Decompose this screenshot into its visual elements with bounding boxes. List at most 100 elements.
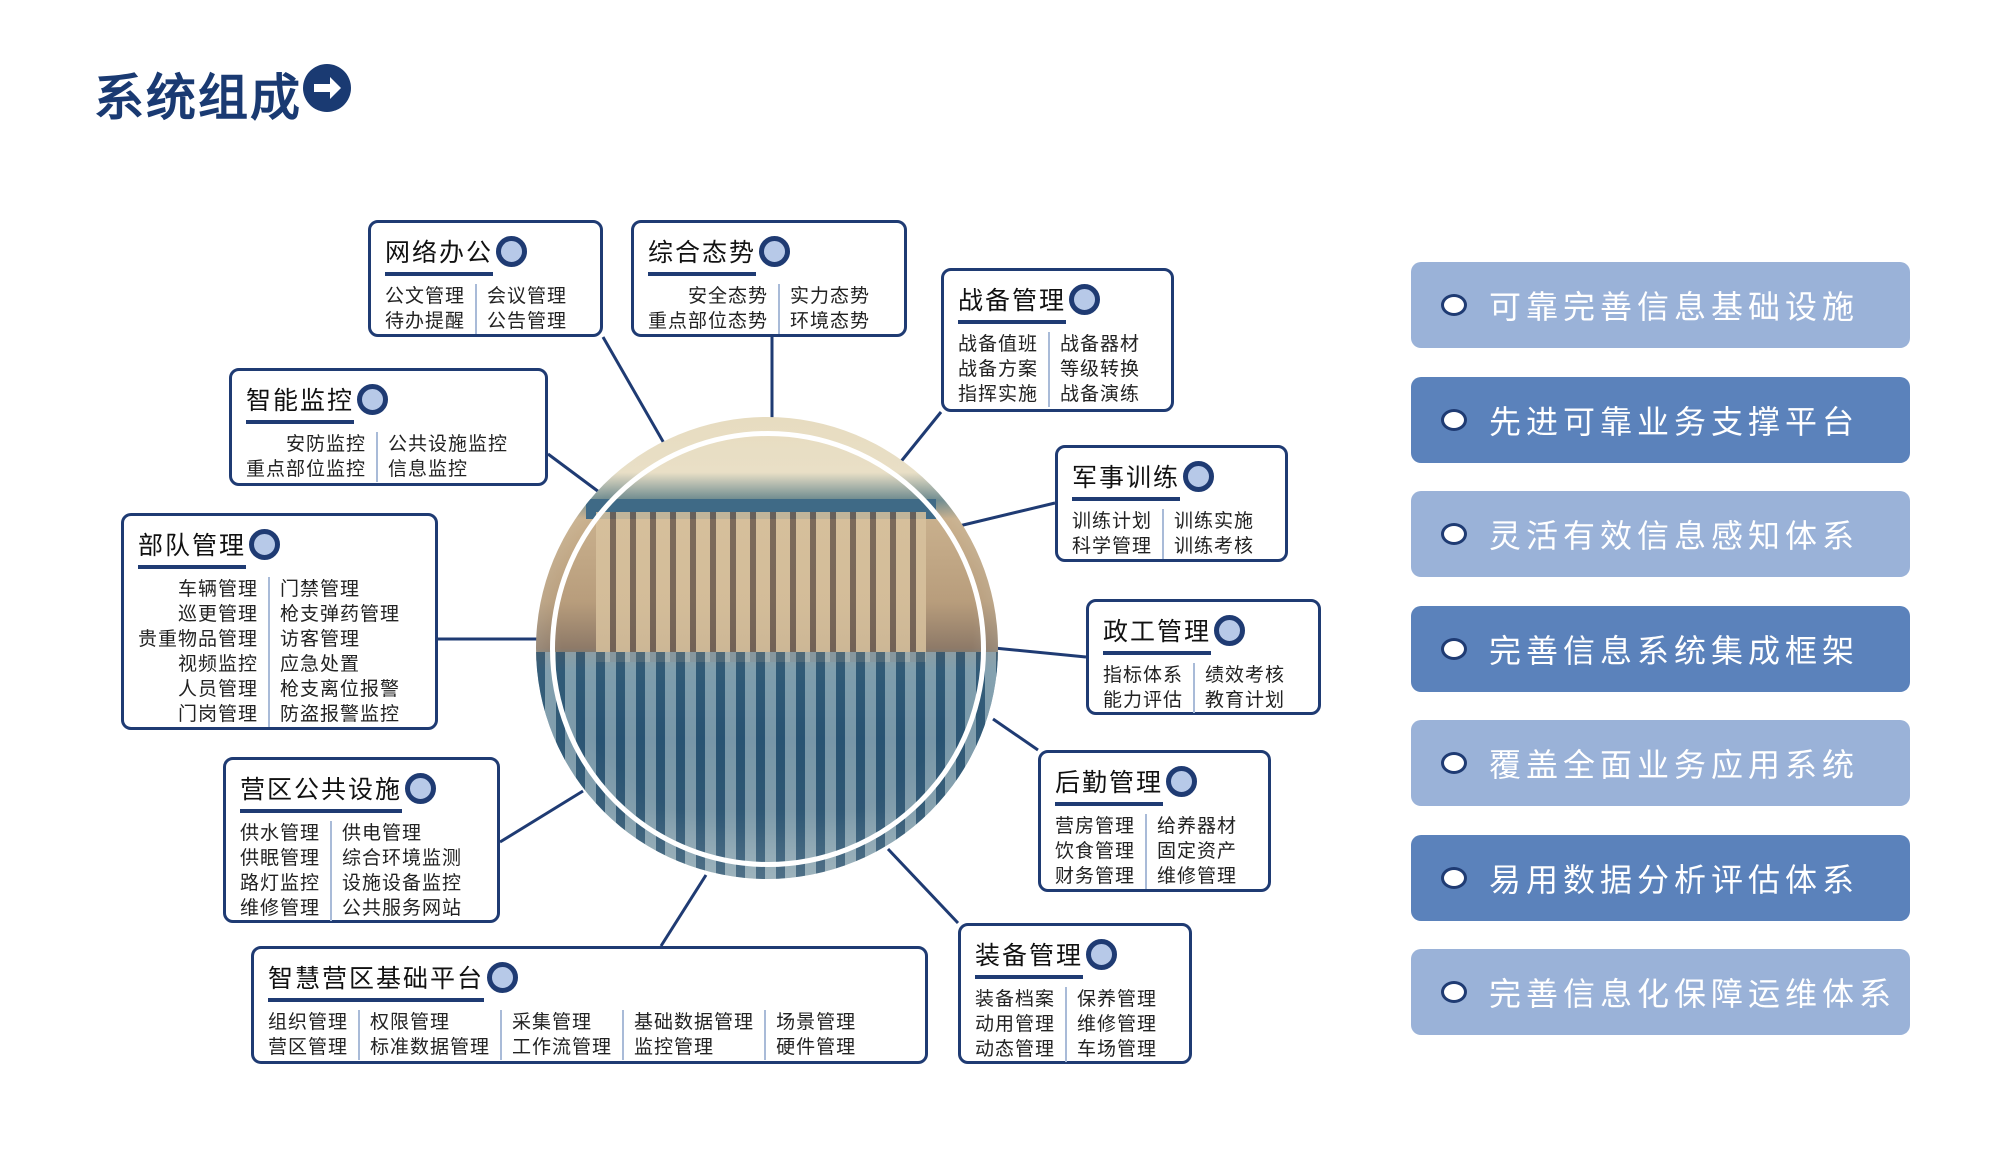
module-items: 战备值班战备方案指挥实施战备器材等级转换战备演练	[958, 332, 1157, 407]
item-column: 安全态势重点部位态势	[648, 284, 778, 334]
item-column: 战备器材等级转换战备演练	[1048, 332, 1150, 407]
ring-bullet-icon	[249, 529, 281, 560]
module-card[interactable]: 战备管理战备值班战备方案指挥实施战备器材等级转换战备演练	[941, 268, 1174, 412]
central-barracks-photo	[536, 417, 998, 879]
module-header: 装备管理	[975, 936, 1118, 979]
module-item: 供水管理	[240, 822, 321, 844]
circle-bullet-icon	[1441, 981, 1467, 1003]
item-column: 门禁管理枪支弹药管理访客管理应急处置枪支离位报警防盗报警监控	[268, 577, 410, 727]
connector-line	[958, 501, 1056, 528]
item-column: 绩效考核教育计划	[1193, 663, 1295, 713]
module-item: 维修管理	[1077, 1013, 1158, 1035]
ring-bullet-icon	[357, 384, 389, 415]
module-title: 网络办公	[385, 233, 494, 276]
module-card[interactable]: 营区公共设施供水管理供眠管理路灯监控维修管理供电管理综合环境监测设施设备监控公共…	[223, 757, 500, 923]
item-column: 公文管理待办提醒	[385, 284, 475, 334]
item-column: 公共设施监控信息监控	[376, 432, 518, 482]
module-card[interactable]: 装备管理装备档案动用管理动态管理保养管理维修管理车场管理	[958, 923, 1192, 1064]
circle-bullet-icon	[1441, 637, 1467, 660]
module-item: 公文管理	[385, 285, 466, 307]
module-card[interactable]: 网络办公公文管理待办提醒会议管理公告管理	[368, 220, 603, 337]
connector-line	[897, 411, 943, 465]
module-item: 等级转换	[1060, 358, 1141, 380]
module-items: 装备档案动用管理动态管理保养管理维修管理车场管理	[975, 987, 1175, 1062]
arrow-right-circle-icon	[303, 64, 351, 112]
module-card[interactable]: 部队管理车辆管理巡更管理贵重物品管理视频监控人员管理门岗管理门禁管理枪支弹药管理…	[121, 513, 438, 730]
item-column: 指标体系能力评估	[1103, 663, 1193, 713]
module-item: 枪支离位报警	[280, 678, 401, 700]
module-item: 贵重物品管理	[138, 628, 259, 650]
item-column: 场景管理硬件管理	[764, 1010, 866, 1060]
item-column: 基础数据管理监控管理	[622, 1010, 764, 1060]
module-card[interactable]: 军事训练训练计划科学管理训练实施训练考核	[1055, 445, 1288, 562]
module-item: 路灯监控	[240, 872, 321, 894]
module-title: 智能监控	[246, 381, 355, 424]
module-header: 政工管理	[1103, 612, 1246, 655]
item-column: 权限管理标准数据管理	[358, 1010, 500, 1060]
module-item: 监控管理	[634, 1036, 715, 1058]
module-item: 绩效考核	[1205, 664, 1286, 686]
module-card[interactable]: 智慧营区基础平台组织管理营区管理权限管理标准数据管理采集管理工作流管理基础数据管…	[251, 946, 928, 1064]
feature-label: 完善信息化保障运维体系	[1489, 975, 1897, 1013]
module-item: 供电管理	[342, 822, 423, 844]
module-item: 动用管理	[975, 1013, 1056, 1035]
module-item: 巡更管理	[178, 603, 259, 625]
module-item: 基础数据管理	[634, 1011, 755, 1033]
module-item: 战备方案	[958, 358, 1039, 380]
feature-item: 完善信息系统集成框架	[1411, 605, 1910, 692]
module-items: 供水管理供眠管理路灯监控维修管理供电管理综合环境监测设施设备监控公共服务网站	[240, 821, 483, 921]
module-title: 营区公共设施	[240, 770, 403, 813]
module-item: 视频监控	[178, 653, 259, 675]
module-item: 综合环境监测	[342, 847, 463, 869]
module-item: 训练计划	[1072, 510, 1153, 532]
module-header: 智慧营区基础平台	[268, 959, 519, 1002]
module-item: 硬件管理	[776, 1036, 857, 1058]
ring-bullet-icon	[1183, 461, 1215, 492]
item-column: 供水管理供眠管理路灯监控维修管理	[240, 821, 330, 921]
module-item: 营房管理	[1055, 815, 1136, 837]
module-item: 信息监控	[388, 458, 469, 480]
module-title: 综合态势	[648, 233, 757, 276]
module-items: 安防监控重点部位监控公共设施监控信息监控	[246, 432, 531, 482]
module-title: 智慧营区基础平台	[268, 959, 485, 1002]
item-column: 战备值班战备方案指挥实施	[958, 332, 1048, 407]
connector-line	[659, 874, 708, 947]
module-item: 会议管理	[487, 285, 568, 307]
feature-item: 灵活有效信息感知体系	[1411, 491, 1910, 577]
connector-line	[992, 717, 1039, 752]
module-item: 训练考核	[1174, 535, 1255, 557]
module-item: 装备档案	[975, 988, 1056, 1010]
module-item: 待办提醒	[385, 310, 466, 332]
module-title: 后勤管理	[1055, 763, 1164, 806]
module-item: 采集管理	[512, 1011, 593, 1033]
module-header: 营区公共设施	[240, 770, 437, 813]
item-column: 会议管理公告管理	[475, 284, 577, 334]
feature-label: 可靠完善信息基础设施	[1489, 288, 1860, 326]
page-title: 系统组成	[94, 69, 302, 127]
module-item: 实力态势	[790, 285, 871, 307]
item-column: 训练计划科学管理	[1072, 509, 1162, 559]
connector-line	[601, 336, 667, 446]
module-item: 公共设施监控	[388, 433, 509, 455]
module-card[interactable]: 综合态势安全态势重点部位态势实力态势环境态势	[631, 220, 907, 337]
module-items: 指标体系能力评估绩效考核教育计划	[1103, 663, 1304, 713]
ring-bullet-icon	[487, 962, 519, 993]
ring-bullet-icon	[496, 236, 528, 267]
module-item: 重点部位态势	[648, 310, 769, 332]
item-column: 装备档案动用管理动态管理	[975, 987, 1065, 1062]
module-card[interactable]: 政工管理指标体系能力评估绩效考核教育计划	[1086, 599, 1321, 715]
module-item: 战备器材	[1060, 333, 1141, 355]
item-column: 组织管理营区管理	[268, 1010, 358, 1060]
module-item: 财务管理	[1055, 865, 1136, 887]
module-item: 组织管理	[268, 1011, 349, 1033]
module-title: 战备管理	[958, 281, 1067, 324]
module-item: 教育计划	[1205, 689, 1286, 711]
module-items: 组织管理营区管理权限管理标准数据管理采集管理工作流管理基础数据管理监控管理场景管…	[268, 1010, 911, 1060]
module-item: 环境态势	[790, 310, 871, 332]
module-item: 供眠管理	[240, 847, 321, 869]
feature-item: 先进可靠业务支撑平台	[1411, 376, 1910, 463]
feature-label: 覆盖全面业务应用系统	[1489, 746, 1860, 784]
module-card[interactable]: 后勤管理营房管理饮食管理财务管理给养器材固定资产维修管理	[1038, 750, 1271, 892]
circle-bullet-icon	[1441, 294, 1467, 316]
module-card[interactable]: 智能监控安防监控重点部位监控公共设施监控信息监控	[229, 368, 548, 486]
